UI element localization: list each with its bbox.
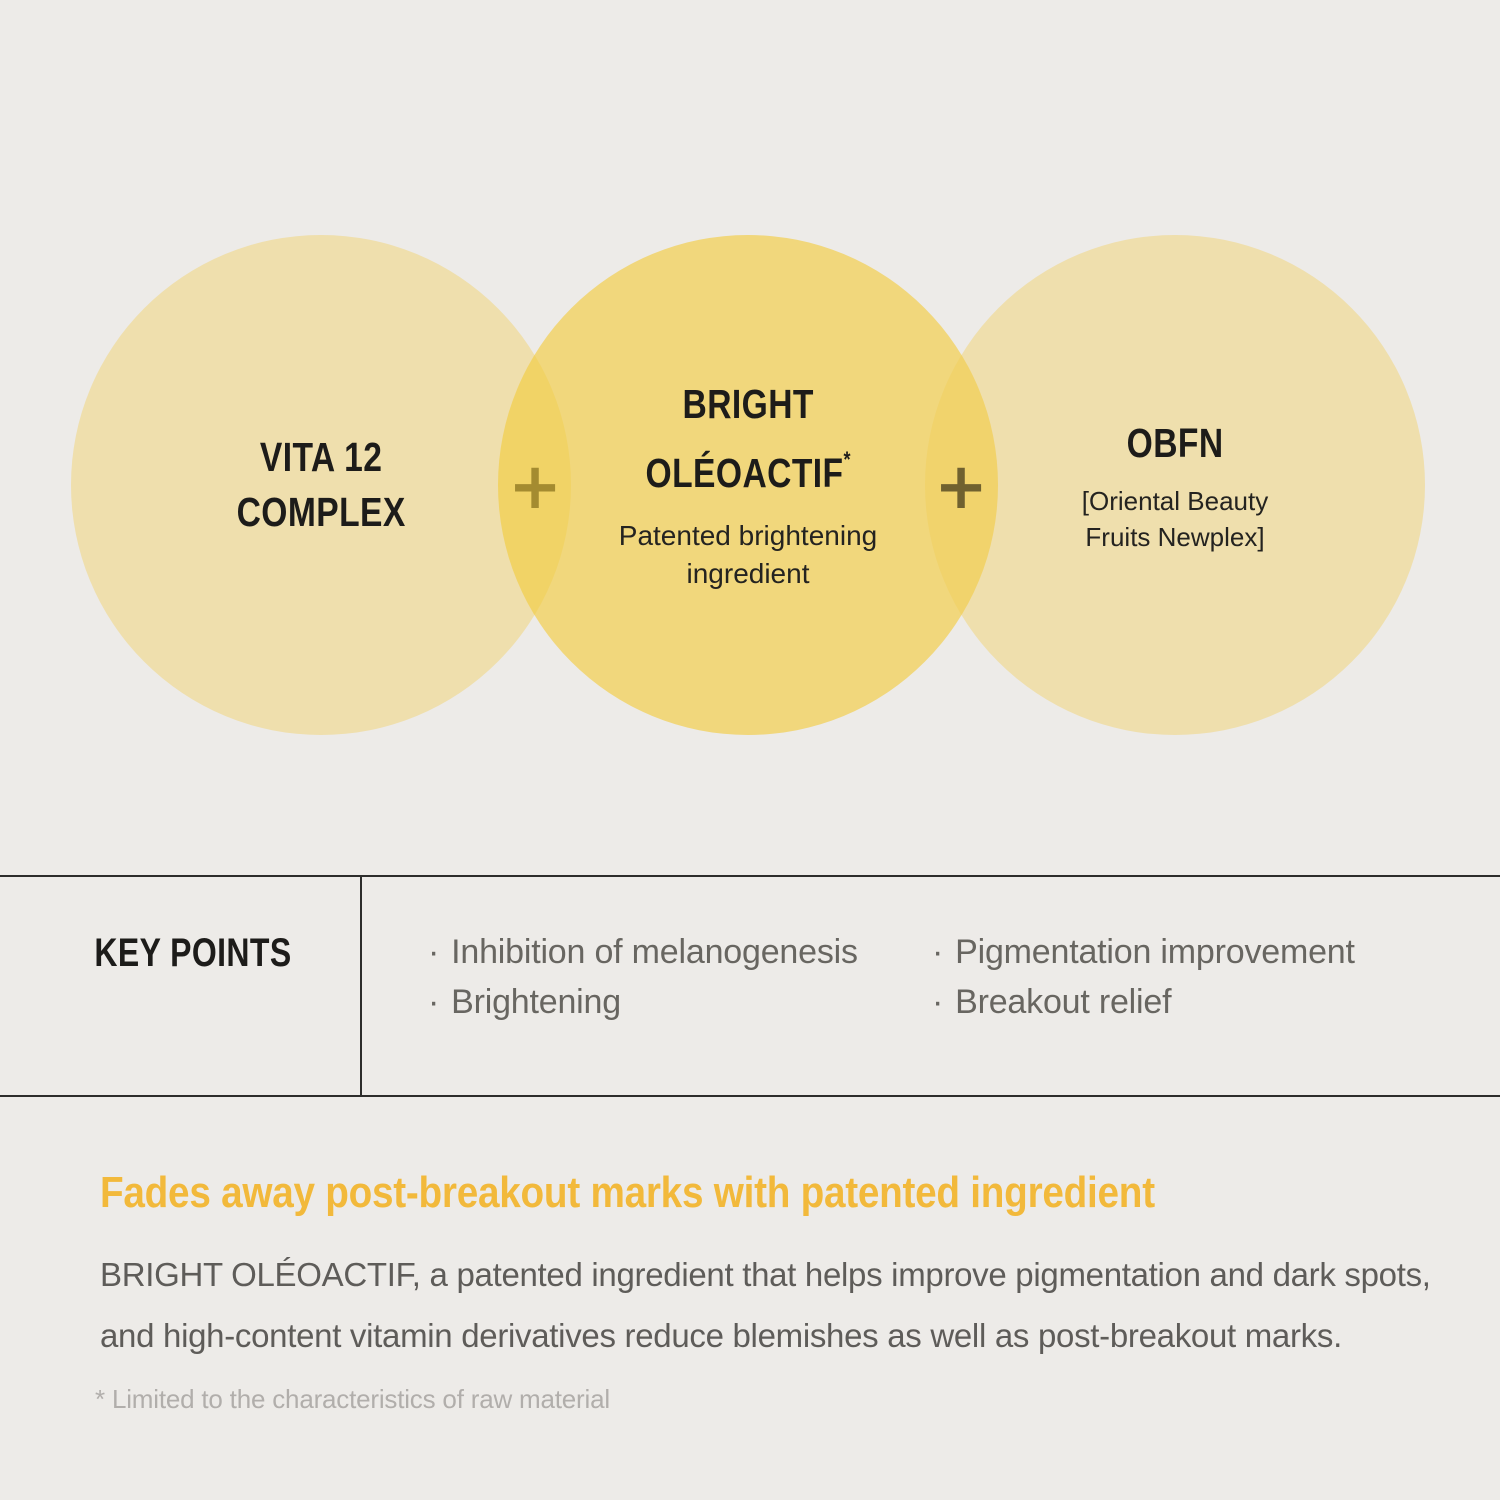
key-point-item: · Breakout relief xyxy=(932,977,1355,1027)
bright-oleoactif-circle: BRIGHT OLÉOACTIF* Patented brightening i… xyxy=(498,235,998,735)
body-line: and high-content vitamin derivatives red… xyxy=(100,1317,1342,1354)
subtitle-line: Fruits Newplex] xyxy=(1085,521,1265,552)
body-line: BRIGHT OLÉOACTIF, a patented ingredient … xyxy=(100,1256,1431,1293)
obfn-circle: OBFN [Oriental Beauty Fruits Newplex] xyxy=(925,235,1425,735)
title-line: COMPLEX xyxy=(236,489,406,535)
bullet-dot: · xyxy=(932,933,944,971)
key-point-text: Inhibition of melanogenesis xyxy=(451,933,858,971)
key-point-text: Pigmentation improvement xyxy=(955,933,1355,971)
description-headline: Fades away post-breakout marks with pate… xyxy=(100,1168,1155,1217)
obfn-title: OBFN xyxy=(1127,416,1224,471)
table-divider xyxy=(360,877,362,1095)
key-point-item: · Pigmentation improvement xyxy=(932,927,1355,977)
title-line: BRIGHT xyxy=(682,381,814,427)
key-points-column-1: · Inhibition of melanogenesis · Brightenin… xyxy=(428,927,858,1027)
key-points-column-2: · Pigmentation improvement · Breakout reli… xyxy=(932,927,1355,1027)
footnote: * Limited to the characteristics of raw … xyxy=(95,1384,610,1414)
subtitle-line: Patented brightening xyxy=(618,520,878,551)
description-body: BRIGHT OLÉOACTIF, a patented ingredient … xyxy=(100,1244,1431,1366)
title-line: VITA 12 xyxy=(259,434,383,480)
key-point-item: · Brightening xyxy=(428,977,858,1027)
title-line: OLÉOACTIF* xyxy=(645,447,851,496)
subtitle-line: [Oriental Beauty xyxy=(1081,485,1269,516)
obfn-subtitle: [Oriental Beauty Fruits Newplex] xyxy=(1082,483,1268,555)
bright-oleoactif-subtitle: Patented brightening ingredient xyxy=(619,517,877,593)
key-point-item: · Inhibition of melanogenesis xyxy=(428,927,858,977)
subtitle-line: ingredient xyxy=(686,558,810,589)
key-points-table: KEY POINTS · Inhibition of melanogenesis … xyxy=(0,875,1500,1097)
asterisk-mark: * xyxy=(843,447,851,472)
key-point-text: Breakout relief xyxy=(955,983,1172,1021)
bright-oleoactif-title: BRIGHT OLÉOACTIF* xyxy=(645,377,850,501)
vita12-complex-circle: VITA 12 COMPLEX xyxy=(71,235,571,735)
key-points-header: KEY POINTS xyxy=(94,931,292,975)
bullet-dot: · xyxy=(428,983,440,1021)
plus-icon: + xyxy=(934,450,988,524)
vita12-complex-title: VITA 12 COMPLEX xyxy=(236,430,405,540)
bullet-dot: · xyxy=(932,983,944,1021)
title-line: OBFN xyxy=(1126,419,1224,466)
key-point-text: Brightening xyxy=(451,983,621,1021)
bullet-dot: · xyxy=(428,933,440,971)
